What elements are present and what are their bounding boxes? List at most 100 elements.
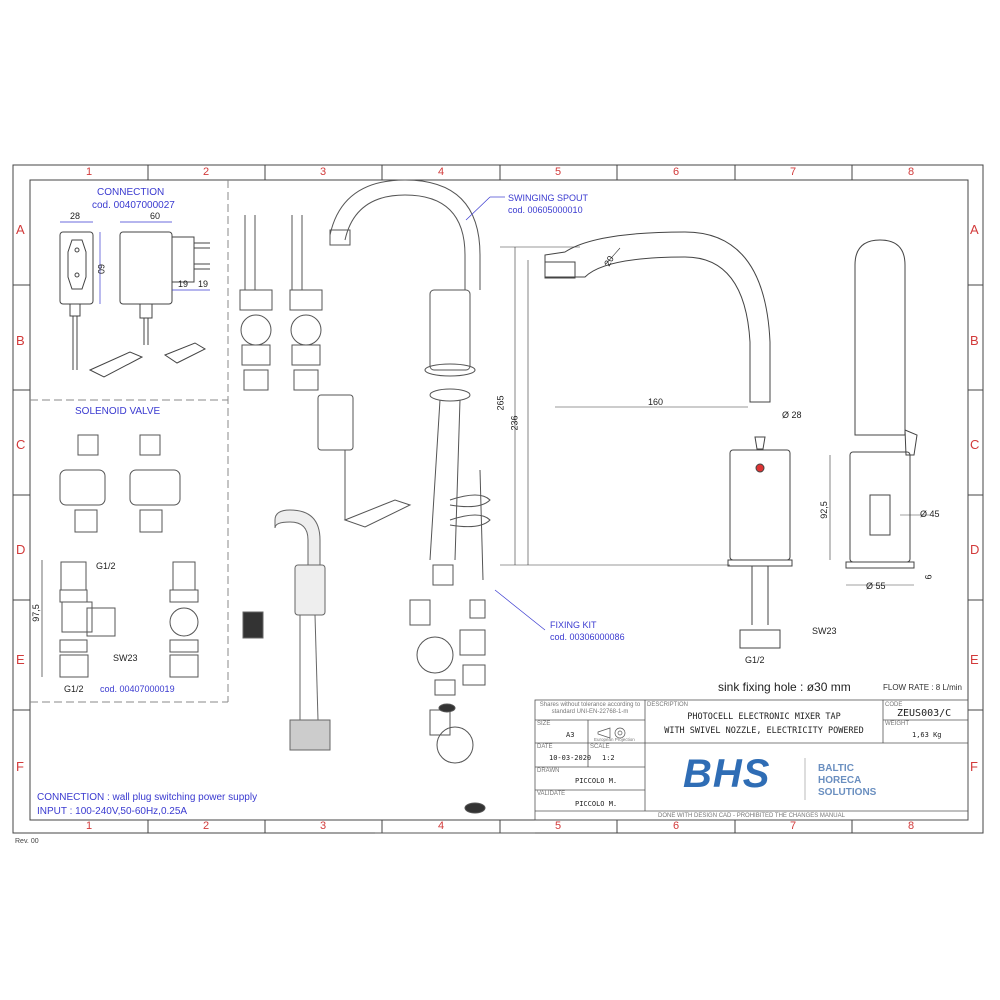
row-label: E — [16, 652, 25, 667]
dim-front-width: 28 — [70, 211, 81, 221]
title-block-grid — [534, 699, 969, 821]
dim-height: 60 — [96, 263, 107, 275]
dim-sw23: SW23 — [812, 626, 837, 636]
input-note: INPUT : 100-240V,50-60Hz,0.25A — [37, 806, 188, 817]
col-label: 8 — [908, 166, 915, 178]
description-label: DESCRIPTION — [647, 702, 689, 708]
fixing-kit-title: FIXING KIT — [550, 620, 597, 630]
connection-code: cod. 00407000027 — [92, 200, 175, 211]
row-label: F — [16, 759, 24, 774]
weight-label: WEIGHT — [885, 721, 909, 727]
company-line-3: SOLUTIONS — [818, 787, 877, 798]
date-label: DATE — [537, 744, 553, 750]
solenoid-valve-3d — [59, 434, 181, 533]
row-dividers — [13, 284, 983, 711]
col-label: 3 — [320, 820, 327, 832]
solenoid-code: cod. 00407000019 — [100, 684, 175, 694]
dim-valve-height: 97,5 — [30, 604, 41, 622]
tap-side-view — [544, 231, 793, 649]
row-label: A — [970, 222, 979, 237]
col-label: 3 — [320, 166, 327, 178]
dim-thread-top: G1/2 — [96, 561, 116, 571]
row-label: C — [16, 437, 26, 452]
dim-pin-a: 19 — [178, 279, 189, 289]
adapter-front-drawing — [59, 231, 94, 370]
dim-g12: G1/2 — [745, 655, 765, 665]
dim-spout-diameter: Ø 28 — [782, 410, 802, 420]
size-label: SIZE — [537, 721, 551, 727]
tap-3d-render — [242, 509, 331, 751]
projection-label: European Projection — [594, 737, 635, 742]
description-line-1: PHOTOCELL ELECTRONIC MIXER TAP — [687, 712, 841, 722]
tap-front-view — [845, 239, 930, 586]
company-line-1: BALTIC — [818, 763, 854, 774]
dim-base-height: 6 — [923, 574, 934, 580]
scale-value: 1:2 — [602, 754, 615, 762]
col-label: 8 — [908, 820, 915, 832]
fixing-kit-code: cod. 00306000086 — [550, 632, 625, 642]
solenoid-title: SOLENOID VALVE — [75, 406, 161, 417]
dim-body-height: 92,5 — [818, 501, 829, 519]
description-line-2: WITH SWIVEL NOZZLE, ELECTRICITY POWERED — [664, 726, 864, 736]
validate-value: PICCOLO M. — [575, 800, 618, 808]
sink-hole-note: sink fixing hole : ø30 mm — [718, 680, 851, 694]
row-label: B — [970, 333, 979, 348]
col-label: 6 — [673, 166, 680, 178]
revision: Rev. 00 — [15, 838, 39, 845]
validate-label: VALIDATE — [537, 791, 566, 797]
swinging-spout-code: cod. 00605000010 — [508, 205, 583, 215]
row-label: B — [16, 333, 25, 348]
col-label: 7 — [790, 820, 797, 832]
code-label: CODE — [885, 702, 903, 708]
drawn-value: PICCOLO M. — [575, 777, 618, 785]
row-label: A — [16, 222, 25, 237]
row-label: D — [16, 542, 26, 557]
solenoid-valve-dimensioned — [41, 560, 199, 678]
row-label: E — [970, 652, 979, 667]
col-label: 7 — [790, 166, 797, 178]
col-label: 6 — [673, 820, 680, 832]
dim-spout-height: 236 — [509, 415, 520, 431]
code-value: ZEUS003/C — [897, 708, 952, 719]
connection-note: CONNECTION : wall plug switching power s… — [37, 792, 258, 803]
tap-exploded-view — [317, 179, 491, 814]
col-label: 1 — [86, 166, 93, 178]
dim-total-height: 265 — [495, 395, 506, 411]
dim-base-diameter: Ø 55 — [866, 581, 886, 591]
dim-side-width: 60 — [150, 211, 161, 221]
col-label: 2 — [203, 166, 210, 178]
dim-pin-b: 19 — [198, 279, 209, 289]
col-label: 4 — [438, 820, 445, 832]
dim-reach: 160 — [648, 397, 664, 407]
valve-pair-exploded — [239, 215, 323, 391]
dim-thread-bottom: G1/2 — [64, 684, 84, 694]
adapter-side-drawing — [88, 231, 210, 378]
scale-label: SCALE — [590, 744, 610, 750]
flow-rate: FLOW RATE : 8 L/min — [883, 683, 962, 692]
row-label: F — [970, 759, 978, 774]
weight-value: 1,63 Kg — [912, 731, 942, 739]
projection-symbol — [597, 727, 626, 739]
dim-wrench: SW23 — [113, 653, 138, 663]
drawn-label: DRAWN — [537, 768, 560, 774]
tolerance-note: Shares without tolerance according to st… — [539, 702, 641, 715]
size-value: A3 — [566, 731, 575, 739]
company-line-2: HORECA — [818, 775, 862, 786]
footer-note: DONE WITH DESIGN CAD - PROHIBITED THE CH… — [658, 813, 845, 819]
swinging-spout-title: SWINGING SPOUT — [508, 193, 589, 203]
row-label: C — [970, 437, 980, 452]
col-label: 4 — [438, 166, 445, 178]
side-view-dimension-lines — [500, 246, 831, 566]
date-value: 10-03-2020 — [549, 754, 592, 762]
bhs-logo: BHS — [683, 752, 771, 796]
col-label: 5 — [555, 166, 562, 178]
col-label: 1 — [86, 820, 93, 832]
col-label: 2 — [203, 820, 210, 832]
dim-body-diameter: Ø 45 — [920, 509, 940, 519]
row-label: D — [970, 542, 980, 557]
connection-title: CONNECTION — [97, 187, 165, 198]
column-dividers — [147, 165, 853, 833]
inner-frame — [29, 179, 969, 821]
col-label: 5 — [555, 820, 562, 832]
